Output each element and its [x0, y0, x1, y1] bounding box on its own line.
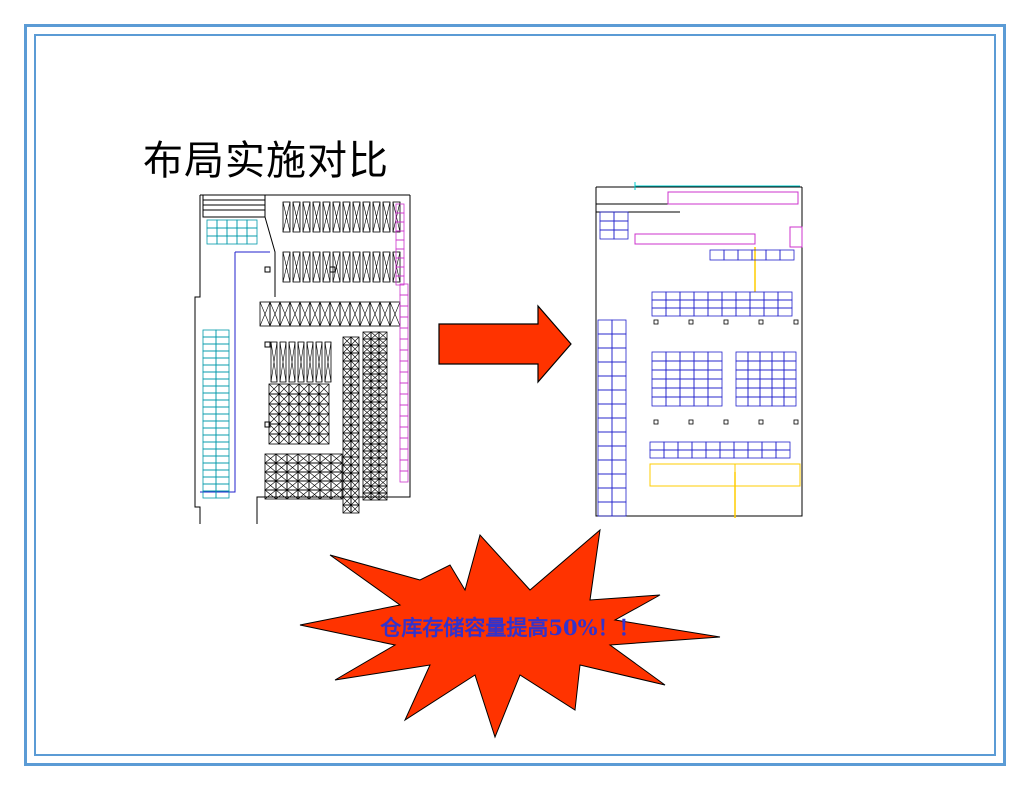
after-layout-racks	[597, 211, 799, 517]
right-arrow	[438, 304, 572, 384]
after-mid-left-block	[651, 351, 723, 407]
starburst-callout	[299, 528, 721, 739]
after-layout-outline	[595, 186, 803, 517]
before-right-racks-b	[362, 331, 388, 501]
after-mid-right-block	[735, 351, 797, 407]
after-lower-row	[649, 441, 791, 459]
before-bottom-block	[264, 453, 343, 500]
before-middle-band	[259, 301, 401, 327]
before-pink-side	[399, 283, 409, 483]
before-layout-racks	[202, 201, 409, 514]
after-layout-drawing	[595, 182, 803, 518]
slide-frame-inner	[34, 34, 996, 756]
before-layout-drawing	[194, 194, 411, 524]
before-lower-block	[268, 383, 330, 445]
before-pink-top	[395, 203, 405, 286]
slide-frame-outer	[24, 24, 1006, 766]
before-top-left-bays	[206, 219, 258, 245]
before-right-racks-a	[342, 336, 360, 514]
after-left-block	[597, 319, 627, 517]
after-top-left-bays	[599, 211, 629, 240]
callout-text: 仓库存储容量提高50%！！	[380, 615, 640, 640]
slide-title: 布局实施对比	[143, 138, 389, 184]
before-left-bays	[202, 329, 230, 499]
after-layout-aisles	[634, 182, 803, 518]
after-upper-block	[651, 291, 793, 317]
after-top-row	[709, 249, 795, 261]
